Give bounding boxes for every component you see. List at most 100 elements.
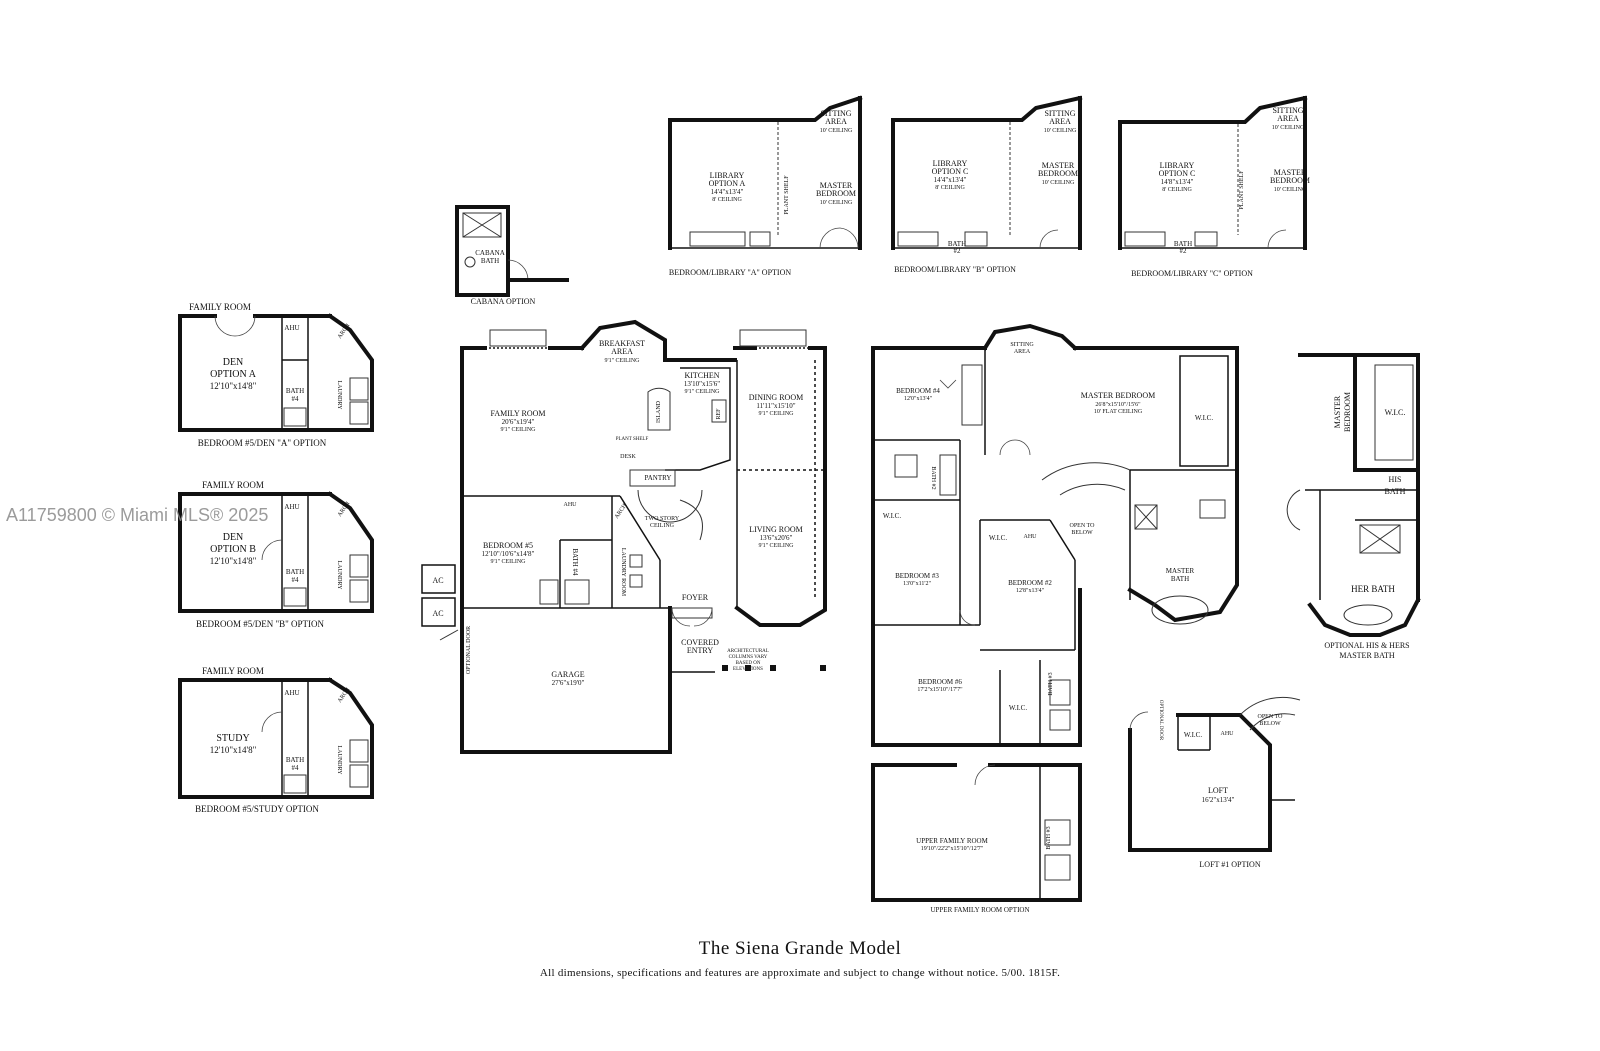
plant-shelf-a: PLANT SHELF — [784, 175, 790, 215]
bedroom2-dims: 12'8"x13'4" — [1016, 588, 1045, 594]
master-a-bedroom: BEDROOM — [816, 189, 856, 198]
caption-upper-family: UPPER FAMILY ROOM OPTION — [930, 906, 1029, 914]
loft-dims: 16'2"x13'4" — [1202, 796, 1235, 804]
his-bath-label: HIS — [1389, 475, 1402, 484]
sitting-a-label: SITTING — [820, 109, 851, 118]
library-b-ceiling: 8' CEILING — [935, 185, 965, 191]
garage-label: GARAGE — [551, 670, 584, 679]
bedroom5-ceiling: 9'1" CEILING — [490, 559, 526, 565]
den-option-a-plan — [178, 313, 374, 432]
master-b-bedroom: BEDROOM — [1038, 169, 1078, 178]
caption-library-b: BEDROOM/LIBRARY "B" OPTION — [894, 265, 1016, 274]
sitting-up-label: SITTING — [1010, 342, 1034, 348]
arch-label: ARCH — [614, 502, 629, 520]
ahu-1: AHU — [284, 324, 299, 332]
master-bath-label: MASTER — [1166, 567, 1195, 575]
caption-cabana: CABANA OPTION — [471, 297, 536, 306]
living-dims: 13'6"x20'6" — [760, 534, 793, 542]
open-loft-label: OPEN TO — [1258, 714, 1284, 720]
loft-option-plan — [1128, 696, 1301, 852]
master-bedroom-ceiling: 10' FLAT CEILING — [1094, 409, 1143, 415]
library-a-ceiling: 8' CEILING — [712, 197, 742, 203]
his-bath-label-2: BATH — [1385, 487, 1406, 496]
bath2-label: BATH #2 — [930, 466, 936, 489]
kitchen-ceiling: 9'1" CEILING — [684, 389, 720, 395]
library-c-ceiling: 8' CEILING — [1162, 187, 1192, 193]
bath-b-number: #2 — [954, 247, 962, 255]
study-dims: 12'10"x14'8" — [210, 745, 257, 755]
bath4-3-number: #4 — [292, 764, 300, 772]
desk-label: DESK — [620, 454, 636, 460]
caption-loft: LOFT #1 OPTION — [1199, 860, 1260, 869]
den-b-option: OPTION B — [210, 544, 256, 555]
bedroom6-dims: 17'2"x15'10"/17'7" — [917, 687, 963, 693]
caption-den-a: BEDROOM #5/DEN "A" OPTION — [198, 438, 327, 448]
sitting-b-label: SITTING — [1044, 109, 1075, 118]
covered-entry: ENTRY — [687, 646, 713, 655]
wic-3: W.I.C. — [989, 534, 1007, 542]
dining-label: DINING ROOM — [749, 393, 803, 402]
arch-columns-1: ARCHITECTURAL — [727, 649, 769, 654]
breakfast-ceiling: 9'1" CEILING — [604, 358, 640, 364]
cabana-bath-label-2: BATH — [481, 257, 499, 265]
loft-label: LOFT — [1208, 786, 1228, 795]
library-b-dims: 14'4"x13'4" — [934, 176, 967, 184]
master-a-label: MASTER — [820, 181, 853, 190]
open-below-label: OPEN TO — [1070, 523, 1096, 529]
ac-1: AC — [432, 576, 443, 585]
arch-columns-3: BASED ON — [736, 661, 761, 666]
library-b-option: OPTION C — [932, 167, 969, 176]
library-option-a-plan — [668, 95, 863, 250]
covered-label: COVERED — [681, 638, 719, 647]
library-c-label: LIBRARY — [1160, 161, 1195, 170]
bath4-1-number: #4 — [292, 395, 300, 403]
arch-columns-2: COLUMNS VARY — [729, 655, 768, 660]
cabana-option-plan — [455, 205, 569, 297]
mls-watermark: A11759800 © Miami MLS® 2025 — [6, 505, 269, 525]
bedroom5-dims: 12'10"/10'6"x14'8" — [482, 550, 535, 558]
master-c-ceiling: 10' CEILING — [1274, 187, 1307, 193]
master-bath-label-2: BATH — [1171, 575, 1189, 583]
bedroom5-label: BEDROOM #5 — [483, 541, 533, 550]
family-room-2: FAMILY ROOM — [202, 480, 264, 490]
second-floor-plan — [871, 323, 1239, 747]
master-a-ceiling: 10' CEILING — [820, 200, 853, 206]
study-option-plan — [178, 677, 374, 799]
wic-2: W.I.C. — [883, 512, 901, 520]
caption-den-b: BEDROOM #5/DEN "B" OPTION — [196, 619, 325, 629]
cabana-bath-label: CABANA — [475, 249, 505, 257]
library-a-label: LIBRARY — [710, 171, 745, 180]
upper-family-dims: 19'10"/22'2"x15'10"/12'7" — [921, 846, 984, 852]
laundry-1: LAUNDRY — [336, 380, 342, 410]
kitchen-dims: 13'10"x15'6" — [684, 380, 720, 388]
plant-shelf-label: PLANT SHELF — [616, 437, 649, 442]
caption-his-hers-2: MASTER BATH — [1339, 651, 1395, 660]
laundry-room-label: LAUNDRY ROOM — [620, 548, 626, 597]
bath4-2-number: #4 — [292, 576, 300, 584]
ahu-up: AHU — [1024, 534, 1038, 540]
master-bedroom-dims: 26'8"x15'10"/15'6" — [1095, 402, 1141, 408]
sitting-c-label: SITTING — [1272, 106, 1303, 115]
bedroom4-label: BEDROOM #4 — [896, 387, 940, 395]
bath-c-number: #2 — [1180, 247, 1188, 255]
laundry-3: LAUNDRY — [336, 745, 342, 775]
den-option-b-plan — [178, 491, 374, 613]
caption-his-hers: OPTIONAL HIS & HERS — [1324, 641, 1409, 650]
dining-dims: 11'11"x15'10" — [756, 402, 795, 410]
wic-1: W.I.C. — [1195, 414, 1213, 422]
kitchen-label: KITCHEN — [684, 371, 719, 380]
ahu-loft: AHU — [1221, 731, 1235, 737]
sitting-c-area: AREA — [1277, 114, 1299, 123]
her-bath-label: HER BATH — [1351, 584, 1395, 594]
den-b-dims: 12'10"x14'8" — [210, 556, 257, 566]
plant-shelf-c: PLANT SHELF — [1239, 170, 1245, 210]
master-b-label: MASTER — [1042, 161, 1075, 170]
family-room-dims: 20'6"x19'4" — [502, 418, 535, 426]
master-b-ceiling: 10' CEILING — [1042, 180, 1075, 186]
garage-dims: 27'6"x19'0" — [552, 679, 585, 687]
den-a-dims: 12'10"x14'8" — [210, 381, 257, 391]
ahu-2: AHU — [284, 503, 299, 511]
living-ceiling: 9'1" CEILING — [758, 543, 794, 549]
family-room-3: FAMILY ROOM — [202, 666, 264, 676]
